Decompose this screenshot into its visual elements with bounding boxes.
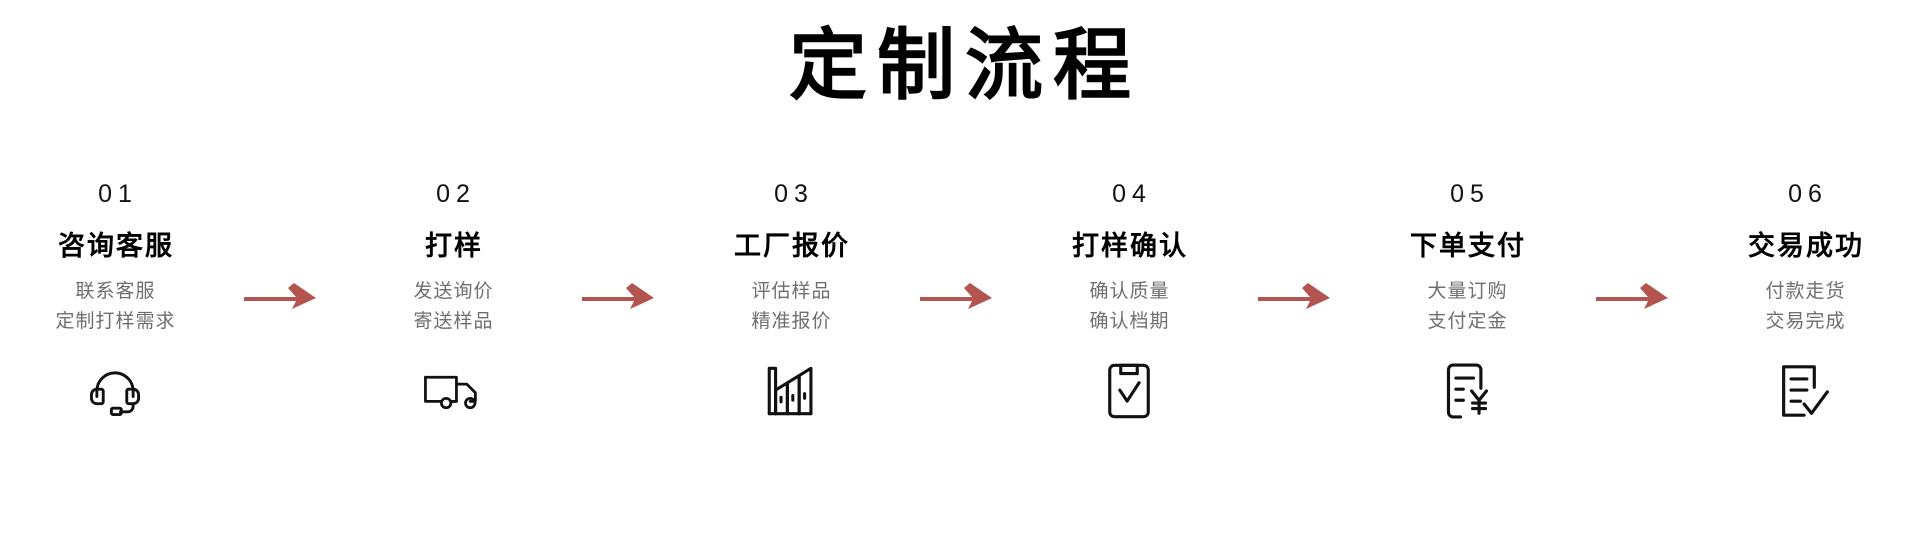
connector-arrow-1 xyxy=(230,170,338,315)
step-description-line: 确认质量 xyxy=(1089,281,1170,302)
page-title: 定制流程 xyxy=(788,21,1141,109)
step-description-line: 发送询价 xyxy=(413,281,494,302)
process-step-04: 04 打样确认 确认质量 确认档期 xyxy=(1014,170,1244,422)
step-description-line: 联系客服 xyxy=(75,281,156,302)
step-description-line: 交易完成 xyxy=(1765,310,1846,332)
step-description-line: 付款走货 xyxy=(1765,281,1846,302)
document-check-icon xyxy=(1774,360,1836,422)
process-step-02: 02 打样 发送询价 寄送样品 xyxy=(338,170,568,422)
arrow-right-icon xyxy=(920,283,992,309)
step-description: 联系客服 定制打样需求 xyxy=(54,280,175,334)
arrow-right-icon xyxy=(582,283,654,309)
step-description-line: 评估样品 xyxy=(751,281,832,302)
step-number: 02 xyxy=(436,180,476,208)
arrow-right-icon xyxy=(1258,283,1330,309)
step-number: 06 xyxy=(1788,180,1828,208)
step-title: 交易成功 xyxy=(1748,231,1864,261)
process-step-01: 01 咨询客服 联系客服 定制打样需求 xyxy=(0,170,230,422)
step-description: 评估样品 精准报价 xyxy=(750,280,831,334)
step-description: 确认质量 确认档期 xyxy=(1088,280,1169,334)
process-step-06: 06 交易成功 付款走货 交易完成 xyxy=(1690,170,1920,422)
arrow-right-icon xyxy=(1596,283,1668,309)
step-description-line: 大量订购 xyxy=(1427,281,1508,302)
step-number: 05 xyxy=(1450,180,1490,208)
step-description-line: 精准报价 xyxy=(751,310,832,332)
connector-arrow-2 xyxy=(568,170,676,315)
step-description-line: 确认档期 xyxy=(1089,310,1170,332)
step-title: 工厂报价 xyxy=(734,231,850,261)
connector-arrow-5 xyxy=(1582,170,1690,315)
step-title: 下单支付 xyxy=(1410,231,1526,261)
title-section: 定制流程 xyxy=(0,0,1920,130)
process-step-05: 05 下单支付 大量订购 支付定金 xyxy=(1352,170,1582,422)
step-number: 04 xyxy=(1112,180,1152,208)
step-description: 发送询价 寄送样品 xyxy=(412,280,493,334)
step-description: 大量订购 支付定金 xyxy=(1426,280,1507,334)
step-description-line: 支付定金 xyxy=(1427,310,1508,332)
arrow-right-icon xyxy=(244,283,316,309)
step-description: 付款走货 交易完成 xyxy=(1764,280,1845,334)
step-description-line: 寄送样品 xyxy=(413,310,494,332)
step-title: 打样确认 xyxy=(1072,231,1188,261)
headset-icon xyxy=(84,360,146,422)
invoice-yen-icon xyxy=(1436,360,1498,422)
connector-arrow-4 xyxy=(1244,170,1352,315)
step-description-line: 定制打样需求 xyxy=(55,310,176,332)
truck-icon xyxy=(422,360,484,422)
clipboard-check-icon xyxy=(1098,360,1160,422)
step-number: 03 xyxy=(774,180,814,208)
step-number: 01 xyxy=(98,180,138,208)
process-step-03: 03 工厂报价 评估样品 精准报价 xyxy=(676,170,906,422)
factory-icon xyxy=(760,360,822,422)
connector-arrow-3 xyxy=(906,170,1014,315)
step-title: 打样 xyxy=(425,231,483,261)
step-title: 咨询客服 xyxy=(58,231,174,261)
process-steps: 01 咨询客服 联系客服 定制打样需求 0 xyxy=(0,170,1920,480)
